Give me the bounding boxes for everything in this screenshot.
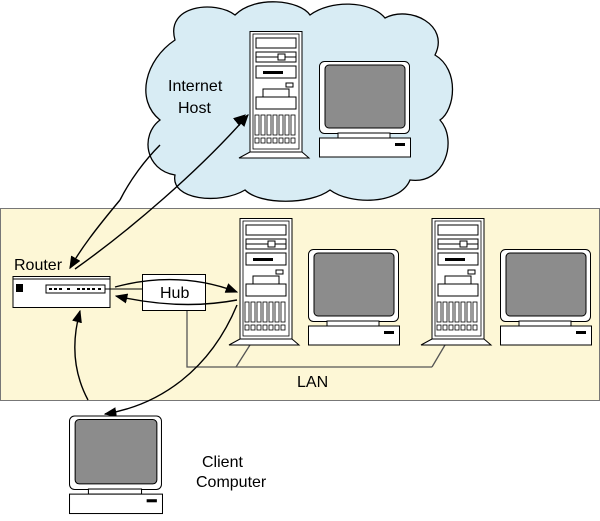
- lan-server-2-icon: [420, 218, 492, 346]
- arrows: [69, 114, 249, 418]
- client-label-line2: Computer: [196, 474, 267, 491]
- arrow-hub-to-lan-server: [114, 278, 239, 293]
- router: Router: [12, 257, 142, 308]
- arrow-cloud-to-router: [119, 144, 161, 201]
- internet-host-label-line1: Internet: [168, 78, 223, 95]
- client-computer: Client Computer: [68, 415, 267, 515]
- client-label-line1: Client: [202, 454, 243, 471]
- internet-host-label-line2: Host: [178, 100, 211, 117]
- arrow-lan-to-client: [103, 304, 238, 418]
- internet-cloud: Internet Host: [145, 1, 454, 202]
- arrow-client-to-router: [72, 309, 89, 401]
- lan-monitor-2-icon: [500, 249, 592, 346]
- lan-server-1-icon: [228, 218, 300, 346]
- internet-host-server-icon: [238, 31, 310, 159]
- lan-cable: [186, 310, 446, 368]
- internet-host-monitor-icon: [319, 61, 411, 158]
- lan-monitor-1-icon: [308, 249, 400, 346]
- hub-label: Hub: [160, 285, 189, 302]
- router-label: Router: [14, 257, 63, 274]
- arrow-router-to-internet-host: [74, 114, 249, 270]
- lan-label: LAN: [297, 374, 328, 391]
- client-monitor-icon: [68, 415, 164, 515]
- arrow-lan-server-to-router: [114, 293, 238, 306]
